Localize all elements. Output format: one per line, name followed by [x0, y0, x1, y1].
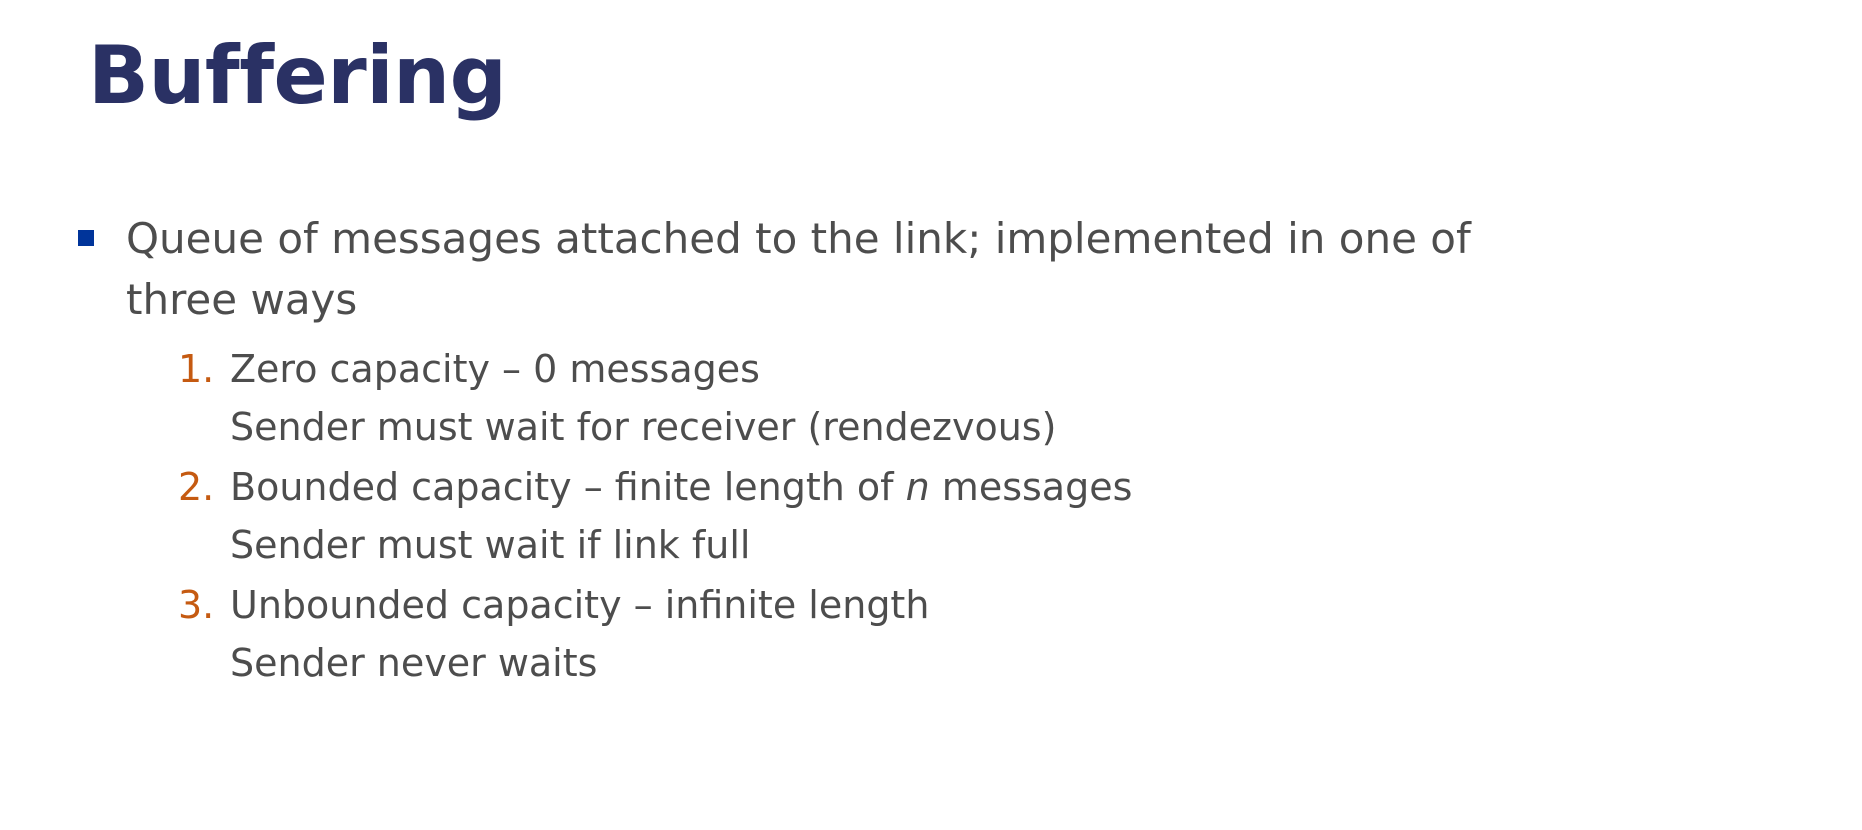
numbered-item-main-text: Bounded capacity – finite length of	[230, 465, 906, 509]
list-number-marker: 1.	[178, 347, 215, 391]
list-number-marker: 3.	[178, 583, 215, 627]
numbered-item-trailing-text: messages	[929, 465, 1133, 509]
bullet-item-text: Queue of messages attached to the link; …	[126, 208, 1471, 330]
numbered-list-item: 1. Zero capacity – 0 messages Sender mus…	[178, 340, 1862, 456]
bullet-list-item: Queue of messages attached to the link; …	[0, 208, 1862, 330]
numbered-item-text: Bounded capacity – finite length of n me…	[230, 458, 1132, 574]
square-bullet-icon	[78, 230, 94, 246]
numbered-item-text: Unbounded capacity – infinite length Sen…	[230, 576, 929, 692]
numbered-item-subline: Sender must wait if link full	[230, 523, 751, 567]
bullet-item-line-1: Queue of messages attached to the link; …	[126, 214, 1471, 263]
numbered-item-subline: Sender must wait for receiver (rendezvou…	[230, 405, 1057, 449]
numbered-item-subline: Sender never waits	[230, 641, 598, 685]
numbered-list: 1. Zero capacity – 0 messages Sender mus…	[0, 340, 1862, 692]
numbered-list-item: 3. Unbounded capacity – infinite length …	[178, 576, 1862, 692]
list-number-marker: 2.	[178, 465, 215, 509]
numbered-item-variable: n	[905, 465, 930, 509]
numbered-item-main-text: Zero capacity – 0 messages	[230, 347, 760, 391]
page-title: Buffering	[88, 29, 507, 122]
slide-body: Queue of messages attached to the link; …	[0, 208, 1862, 694]
numbered-item-main-text: Unbounded capacity – infinite length	[230, 583, 930, 627]
numbered-list-item: 2. Bounded capacity – finite length of n…	[178, 458, 1862, 574]
bullet-item-line-2: three ways	[126, 275, 358, 324]
numbered-item-text: Zero capacity – 0 messages Sender must w…	[230, 340, 1056, 456]
